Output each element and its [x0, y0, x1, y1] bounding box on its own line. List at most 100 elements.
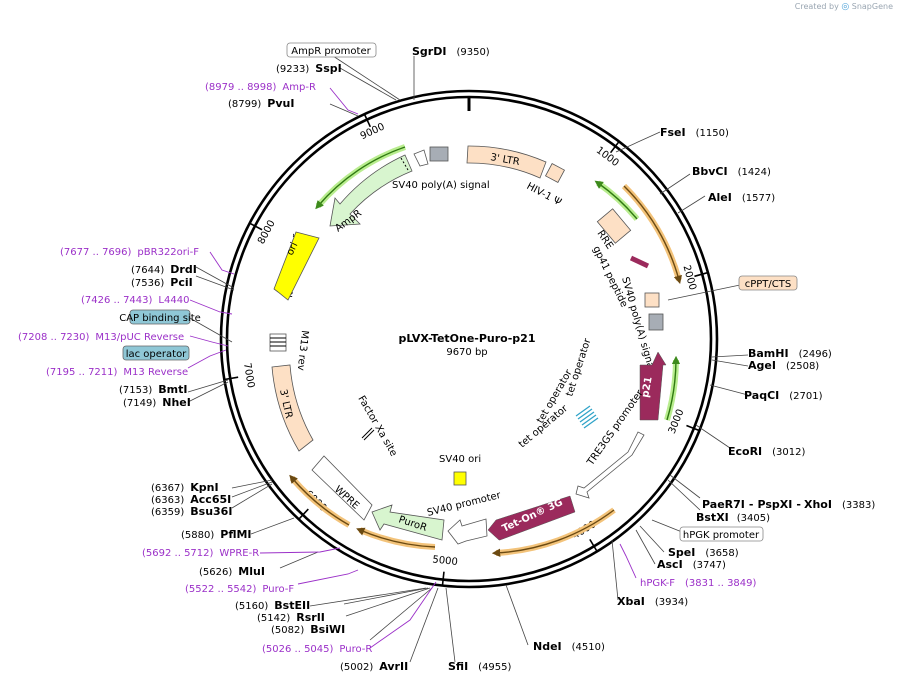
feature-rre [596, 208, 632, 244]
scale-tick-2000 [694, 271, 709, 278]
feature-label-tet-op-3: tet operator [564, 336, 593, 397]
site-agei: AgeI(2508) [748, 359, 819, 372]
feature-ori [273, 231, 320, 301]
scale-label-5000: 5000 [432, 554, 458, 568]
primer-m13-puc-reverse: (7208 .. 7230)M13/pUC Reverse [18, 332, 184, 343]
site-pcii: (7536)PciI [131, 276, 193, 289]
boxed-labels: AmpR promoter cPPT/CTS CAP binding site … [119, 42, 798, 542]
site-labels: SgrDI(9350) (9233)SspI (8799)PvuI FseI(1… [119, 45, 875, 673]
primer-m13-reverse: (7195 .. 7211)M13 Reverse [46, 367, 188, 378]
site-bmti: (7153)BmtI [119, 383, 187, 396]
site-ecori: EcoRI(3012) [728, 445, 806, 458]
site-sfii: SfiI(4955) [448, 660, 512, 673]
primer-hpgk-f: hPGK-F(3831 .. 3849) [640, 578, 757, 589]
scale-tick-9000 [363, 113, 372, 128]
box-cppt-cts-label: cPPT/CTS [745, 279, 791, 290]
primer-lines [187, 87, 637, 649]
feature-puror [371, 504, 445, 541]
primer-wpre-r: (5692 .. 5712)WPRE-R [142, 548, 259, 559]
feature-label-p21: p21 [640, 376, 654, 399]
site-bsu36i: (6359)Bsu36I [151, 505, 232, 518]
site-bamhi: BamHI(2496) [748, 347, 832, 360]
site-drdi: (7644)DrdI [131, 263, 197, 276]
feature-factor-xa [361, 427, 373, 439]
box-ampr-promoter [286, 42, 377, 58]
scale-label-7000: 7000 [241, 362, 256, 389]
feature-sv40-ori [453, 471, 467, 486]
box-hpgk-promoter [679, 526, 764, 542]
site-pflmi: (5880)PflMI [181, 528, 252, 541]
site-paqci: PaqCI(2701) [744, 389, 823, 402]
site-bsteii: (5160)BstEII [235, 599, 310, 612]
plasmid-length: 9670 bp [446, 347, 487, 358]
leader-lines [187, 55, 749, 663]
site-sspi: (9233)SspI [276, 62, 342, 75]
site-paer7i-pspxi-xhoi: PaeR7I-PspXI-XhoI(3383) [702, 498, 875, 511]
feature-sv40-polya-right [648, 313, 664, 331]
site-fsei: FseI(1150) [660, 126, 729, 139]
feature-tet-operators [575, 405, 599, 429]
site-bstxi: BstXI(3405) [696, 511, 770, 524]
plasmid-name: pLVX-TetOne-Puro-p21 [398, 332, 535, 345]
feature-tre3gs-promoter [575, 431, 645, 499]
primer-puro-f: (5522 .. 5542)Puro-F [185, 584, 294, 595]
scale-tick-5000 [441, 571, 445, 586]
box-hpgk-promoter-label: hPGK promoter [683, 530, 760, 541]
box-cap-binding-site-label: CAP binding site [119, 313, 201, 324]
scale-tick-3000 [686, 424, 700, 432]
feature-label-ori: ori [285, 241, 301, 258]
site-alei: AleI(1577) [708, 191, 775, 204]
primer-pbr322ori-f: (7677 .. 7696)pBR322ori-F [60, 247, 199, 258]
site-rsrii: (5142)RsrII [257, 611, 325, 624]
site-kpni: (6367)KpnI [151, 481, 219, 494]
feature-sv40-promoter [447, 518, 488, 545]
snapgene-watermark: Created by ◎ SnapGene [795, 2, 893, 12]
scale-label-9000: 9000 [359, 121, 387, 142]
watermark-brand: SnapGene [851, 2, 893, 11]
site-nhei: (7149)NheI [123, 396, 191, 409]
scale-tick-8000 [249, 222, 263, 231]
feature-ampr [329, 154, 413, 227]
orf-cppt-arrow [621, 183, 682, 281]
primer-l4440: (7426 .. 7443)L4440 [81, 295, 189, 306]
site-pvui: (8799)PvuI [228, 97, 294, 110]
snapgene-logo-icon: ◎ [841, 2, 850, 12]
feature-p21 [639, 351, 667, 421]
primer-puro-r: (5026 .. 5045)Puro-R [262, 644, 372, 655]
box-lac-operator [122, 345, 190, 361]
primer-amp-r: (8979 .. 8998)Amp-R [205, 82, 316, 93]
feature-label-sv40-polya-top: SV40 poly(A) signal [392, 180, 490, 191]
feature-3ltr-top [466, 145, 547, 179]
feature-label-tre3gs: TRE3GS promoter [585, 387, 646, 468]
scale-label-2000: 2000 [680, 264, 697, 291]
site-asci: AscI(3747) [657, 558, 726, 571]
primer-labels: (8979 .. 8998)Amp-R (7677 .. 7696)pBR322… [18, 82, 757, 655]
box-ampr-promoter-label: AmpR promoter [291, 46, 371, 57]
scale-tick-6000 [298, 508, 309, 520]
feature-label-sv40-ori: SV40 ori [439, 454, 481, 465]
feature-gp41-peptide [629, 255, 650, 269]
site-ndei: NdeI(4510) [533, 640, 605, 653]
box-cap-binding-site [129, 309, 191, 325]
orf-arrows [289, 144, 682, 557]
feature-cppt [644, 292, 660, 308]
feature-hiv1-psi [544, 162, 566, 184]
feature-label-factor-xa: Factor Xa site [355, 394, 399, 458]
box-lac-operator-label: lac operator [126, 349, 187, 360]
site-mlui: (5626)MluI [199, 565, 265, 578]
watermark-prefix: Created by [794, 2, 839, 11]
site-avrii: (5002)AvrII [340, 660, 408, 673]
scale-tick-7000 [224, 376, 239, 381]
feature-wpre [311, 455, 373, 521]
site-bsiwi: (5082)BsiWI [271, 623, 345, 636]
feature-label-3ltr-top: 3' LTR [489, 152, 520, 168]
feature-ampr-promoter [413, 149, 429, 167]
site-spei: SpeI(3658) [668, 546, 739, 559]
site-acc65i: (6363)Acc65I [151, 493, 231, 506]
site-bbvci: BbvCI(1424) [692, 165, 771, 178]
feature-label-m13-rev: M13 rev [295, 330, 310, 372]
scale-tick-1000 [609, 141, 620, 154]
site-sgrdi: SgrDI(9350) [412, 45, 490, 58]
box-cppt-cts [738, 275, 798, 291]
